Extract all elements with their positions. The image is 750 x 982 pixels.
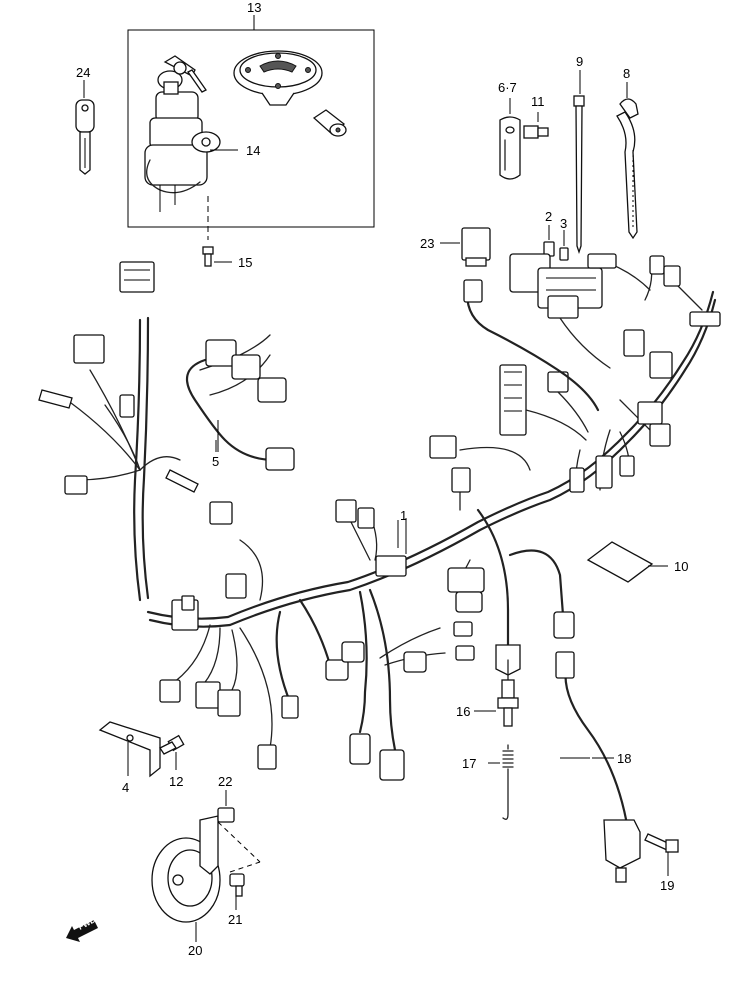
bolt-11 (523, 112, 549, 139)
sensor-18 (555, 651, 641, 883)
callout-22: 22 (218, 774, 232, 789)
cable-tie-9 (573, 70, 585, 255)
callout-19: 19 (660, 878, 674, 893)
bolt-15 (202, 246, 232, 267)
nut-22 (217, 790, 261, 863)
callout-9: 9 (576, 54, 583, 69)
callout-leaders (215, 440, 590, 759)
callout-20: 20 (188, 943, 202, 958)
fuel-cap (233, 50, 323, 106)
switch-16 (474, 659, 519, 727)
callout-18: 18 (617, 751, 631, 766)
spring-17 (488, 744, 514, 820)
callout-5: 5 (212, 454, 219, 469)
callout-15: 15 (238, 255, 252, 270)
relay-23 (440, 227, 491, 267)
callout-17: 17 (462, 756, 476, 771)
callout-16: 16 (456, 704, 470, 719)
bolt-21 (229, 861, 261, 910)
callout-1: 1 (400, 508, 407, 523)
cable-tie-8 (616, 82, 639, 240)
key (75, 80, 95, 175)
callout-4: 4 (122, 780, 129, 795)
callout-23: 23 (420, 236, 434, 251)
ignition-switch (144, 55, 221, 212)
main-wiring-harness (38, 253, 721, 781)
callout-21: 21 (228, 912, 242, 927)
bolt-12 (159, 734, 185, 770)
label-10 (586, 541, 668, 583)
callout-labels: 13 24 14 15 6·7 11 9 8 2 3 23 5 1 10 16 … (76, 0, 688, 958)
fuse-3 (559, 230, 569, 261)
callout-24: 24 (76, 65, 90, 80)
callout-12: 12 (169, 774, 183, 789)
callout-6-7: 6·7 (498, 80, 517, 95)
clamp-6-7 (499, 98, 521, 180)
callout-13: 13 (247, 0, 261, 15)
callout-14: 14 (246, 143, 260, 158)
horn-20 (151, 815, 221, 942)
bracket-4 (98, 721, 161, 778)
callout-3: 3 (560, 216, 567, 231)
fuse-2 (543, 225, 555, 257)
lock-set-group (127, 15, 375, 240)
callout-10: 10 (674, 559, 688, 574)
fuse-box (509, 253, 603, 319)
lock-set-frame (127, 29, 375, 228)
callout-8: 8 (623, 66, 630, 81)
callout-2: 2 (545, 209, 552, 224)
forward-arrow-icon: FWD (66, 915, 98, 942)
callout-11: 11 (531, 94, 545, 109)
bolt-19 (644, 833, 679, 876)
seat-lock (312, 109, 347, 137)
